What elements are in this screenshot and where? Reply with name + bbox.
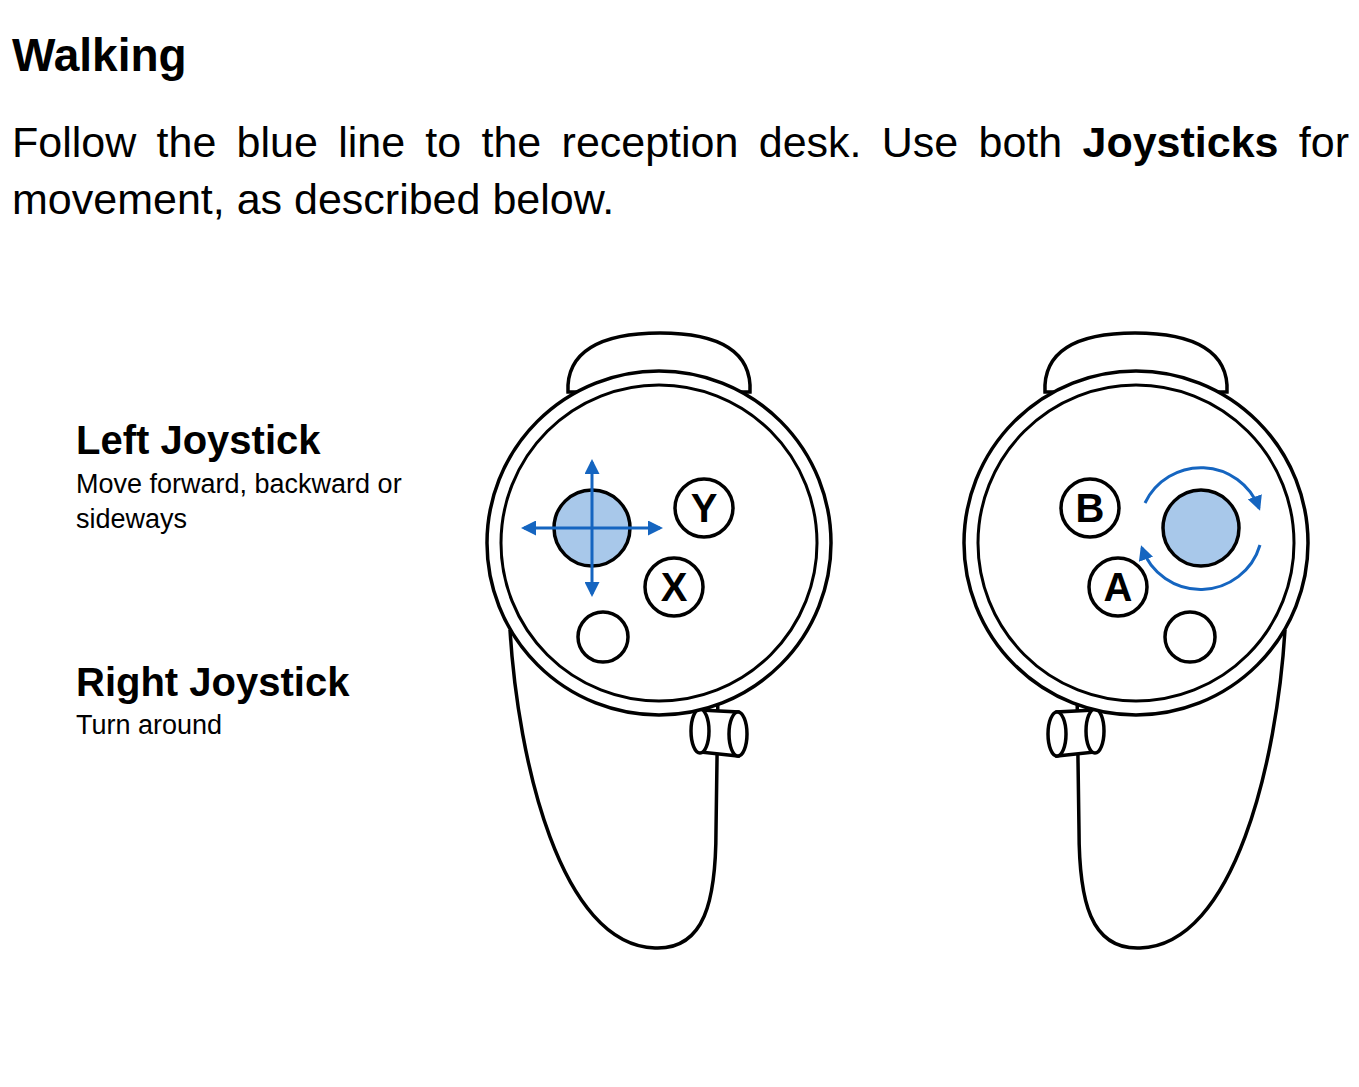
home-button [1165,612,1215,662]
instruction-text: Follow the blue line to the reception de… [12,118,1062,166]
turn-arrow [1142,545,1260,590]
control-description: Move forward, backward or sideways [76,467,426,537]
right-joystick [1163,490,1239,566]
button-letter: B [1076,488,1105,528]
control-heading: Right Joystick [76,656,496,708]
button-circle: A [1087,556,1149,618]
button-letter: A [1104,567,1133,607]
button-circle: X [643,556,705,618]
button-ring [645,558,703,616]
move-arrow [592,527,660,530]
button-letter: Y [691,488,718,528]
turn-arrow [1145,468,1259,508]
emphasis-text: Joysticks [1083,118,1279,166]
left-controller [487,333,831,948]
button-letter: X [661,567,688,607]
button-ring [1089,558,1147,616]
heading: Walking [12,28,187,83]
button-ring [675,479,733,537]
move-arrow [591,462,594,528]
control-heading: Left Joystick [76,414,496,466]
button-ring [1061,479,1119,537]
button-circle: Y [673,477,735,539]
instruction-paragraph: Follow the blue line to the reception de… [12,114,1349,228]
control-description: Turn around [76,708,426,743]
move-arrow [591,528,594,594]
menu-button [578,612,628,662]
move-arrow [524,527,592,530]
button-circle: B [1059,477,1121,539]
right-controller [964,333,1308,948]
